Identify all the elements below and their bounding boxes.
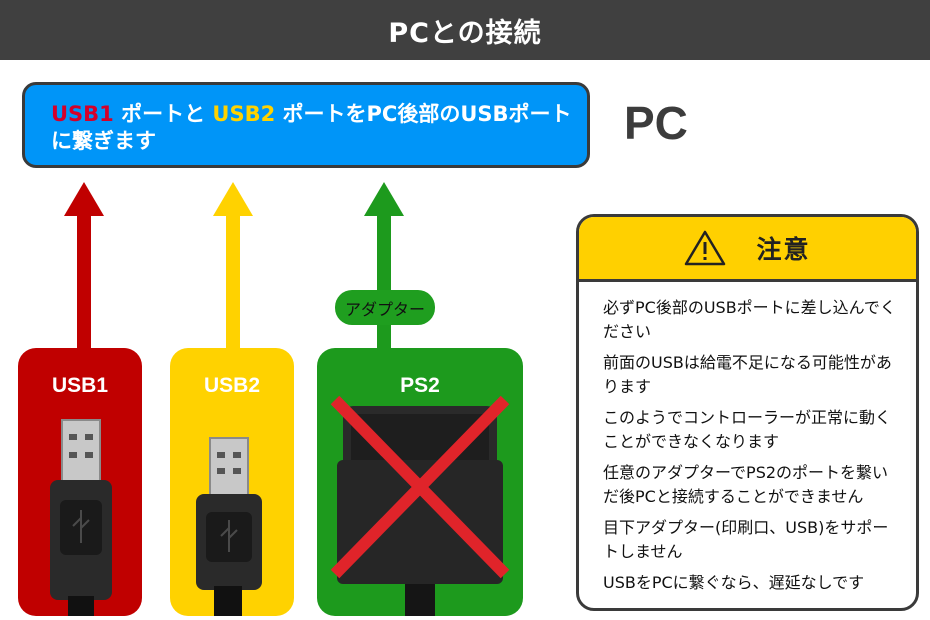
caution-header: 注意 [579, 217, 916, 282]
usb1-card: USB1 [18, 348, 142, 616]
page-title: PCとの接続 [388, 17, 542, 49]
usb2-card-title: USB2 [203, 374, 261, 397]
caution-note: 任意のアダプターでPS2のポートを繋いだ後PCと接続することができません [603, 463, 889, 506]
banner-usb2-text: USB2 [212, 102, 276, 126]
not-supported-cross-icon [330, 395, 510, 579]
banner-text-part1: ポートと [113, 102, 213, 126]
banner-usb1-text: USB1 [51, 102, 114, 126]
adapter-badge: アダプター [335, 290, 435, 325]
usb-plug-icon [196, 437, 262, 616]
usb1-arrow [64, 182, 104, 350]
ps2-plug-icon [330, 395, 510, 616]
caution-note: 前面のUSBは給電不足になる可能性があります [603, 353, 892, 396]
caution-note: このようでコントローラーが正常に動くことができなくなります [603, 408, 892, 451]
page-header: PCとの接続 [0, 0, 930, 60]
usb2-arrow [213, 182, 253, 350]
caution-note: 目下アダプター(印刷口、USB)をサポートしません [603, 518, 889, 561]
ps2-card-title: PS2 [400, 374, 440, 397]
pc-label: PC [624, 97, 688, 149]
caution-note: USBをPCに繋ぐなら、遅延なしです [603, 573, 865, 592]
caution-title: 注意 [756, 235, 811, 264]
warning-triangle-icon [685, 230, 726, 266]
caution-box: 注意 必ずPC後部のUSBポートに差し込んでください 前面のUSBは給電不足にな… [576, 214, 919, 611]
caution-notes: 必ずPC後部のUSBポートに差し込んでください 前面のUSBは給電不足になる可能… [579, 282, 916, 595]
usb1-card-title: USB1 [51, 374, 109, 397]
instruction-banner: USB1 ポートと USB2 ポートをPC後部のUSBポートに繋ぎます [22, 82, 590, 168]
caution-note: 必ずPC後部のUSBポートに差し込んでください [603, 298, 896, 341]
usb-plug-icon [50, 419, 112, 616]
adapter-label: アダプター [344, 299, 425, 319]
banner-text-part2: ポートをPC後部のUSBポートに繋ぎます [51, 102, 572, 153]
ps2-card: PS2 [317, 348, 523, 616]
usb2-card: USB2 [170, 348, 294, 616]
